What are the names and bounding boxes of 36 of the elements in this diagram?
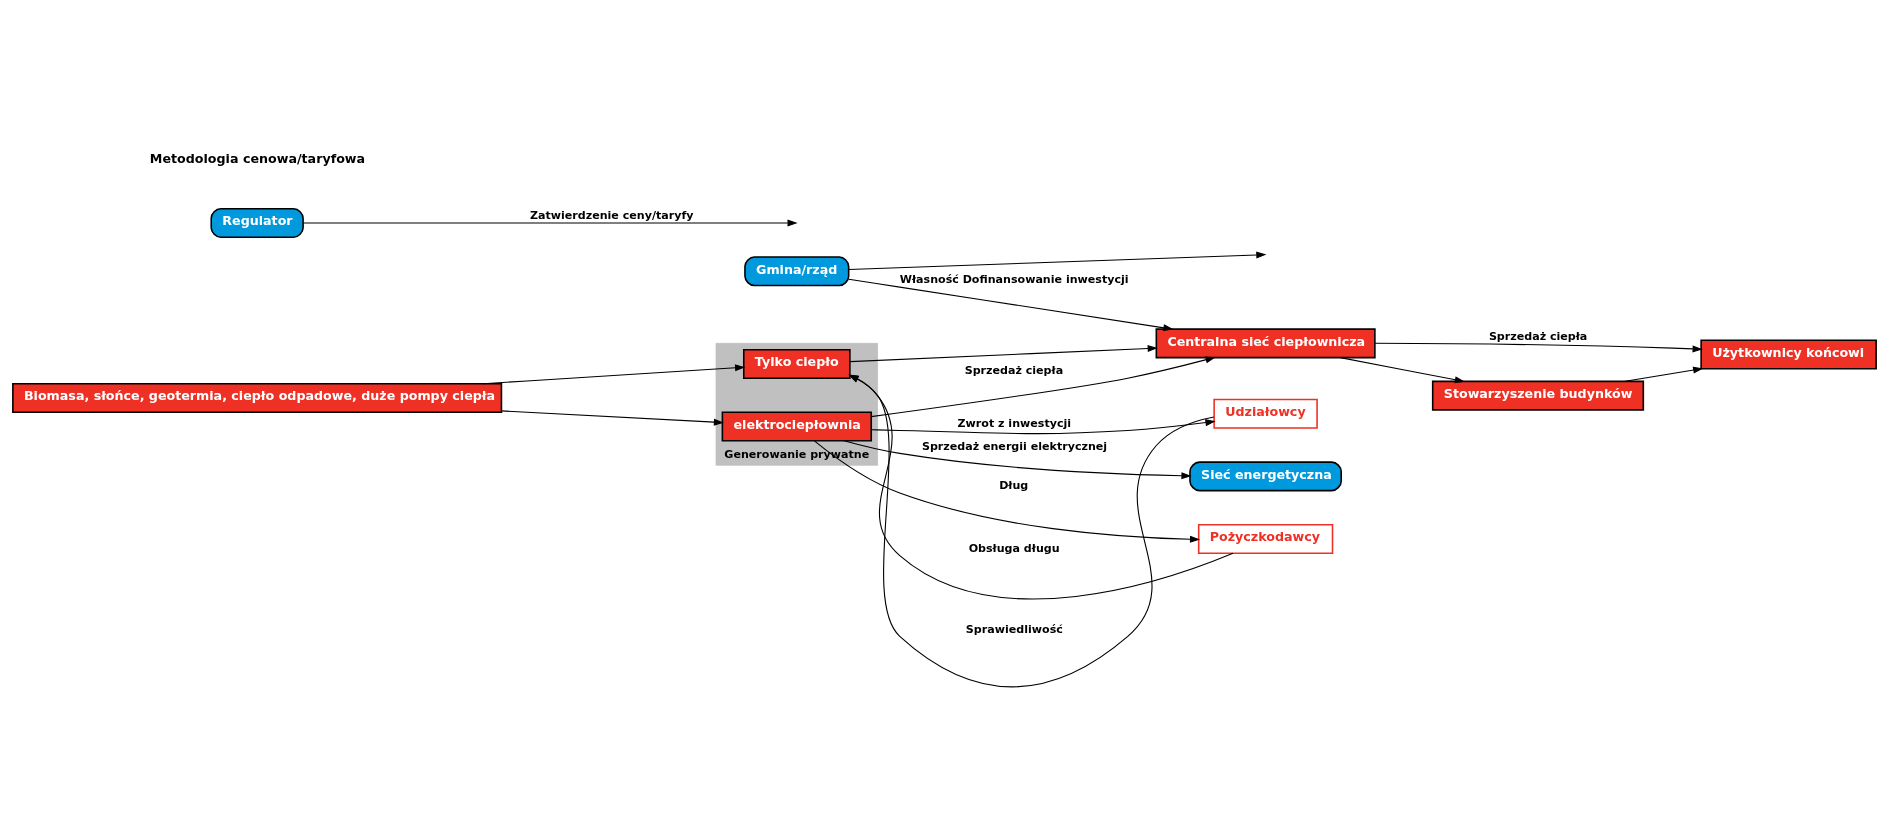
node-box: Stowarzyszenie budynków xyxy=(1431,380,1645,411)
arrow xyxy=(848,374,1215,688)
arrow xyxy=(813,440,1201,543)
node-box: Pożyczkodawcy xyxy=(1197,523,1334,554)
node-box: Biomasa, słońce, geotermia, ciepło odpadowe, duże pompy ciepła xyxy=(12,382,503,414)
arrow xyxy=(870,356,1216,418)
arrow xyxy=(848,374,1234,600)
node-box: Centralna sieć ciepłownicza xyxy=(1155,328,1376,359)
arrow xyxy=(482,364,746,385)
node-box: elektrociepłownia xyxy=(721,411,873,442)
node-box: Użytkownicy końcowi xyxy=(1700,339,1877,370)
arrow xyxy=(843,440,1192,480)
arrow xyxy=(849,344,1158,363)
edge-label: Sprzedaż ciepła xyxy=(964,364,1064,378)
edge-label: Sprzedaż ciepła xyxy=(1488,329,1588,343)
edge-label: Obsługa długu xyxy=(968,541,1060,555)
arrow xyxy=(1624,366,1704,382)
node-box: Tylko ciepło xyxy=(742,348,851,379)
edge-label: Sprawiedliwość xyxy=(965,622,1063,636)
node-box: Gmina/rząd xyxy=(744,256,850,287)
node-box: Sieć energetyczna xyxy=(1189,461,1342,492)
arrow xyxy=(1374,342,1703,353)
node-box: Regulator xyxy=(210,207,304,238)
edge-label: Zwrot z inwestycji xyxy=(957,416,1072,430)
label: Metodologia cenowa/taryfowa xyxy=(149,150,366,166)
edge-label: Dług xyxy=(999,479,1029,493)
edge-label: Zatwierdzenie ceny/taryfy xyxy=(529,209,694,223)
arrow xyxy=(302,219,798,227)
node-box: Udziałowcy xyxy=(1213,398,1318,429)
arrow xyxy=(848,278,1174,332)
arrow xyxy=(870,419,1216,435)
edge-label: Sprzedaż energii elektrycznej xyxy=(921,439,1108,453)
arrow xyxy=(1339,357,1465,384)
arrow xyxy=(501,410,724,426)
arrow xyxy=(848,251,1267,271)
edge-label: Własność Dofinansowanie inwestycji xyxy=(899,273,1129,287)
